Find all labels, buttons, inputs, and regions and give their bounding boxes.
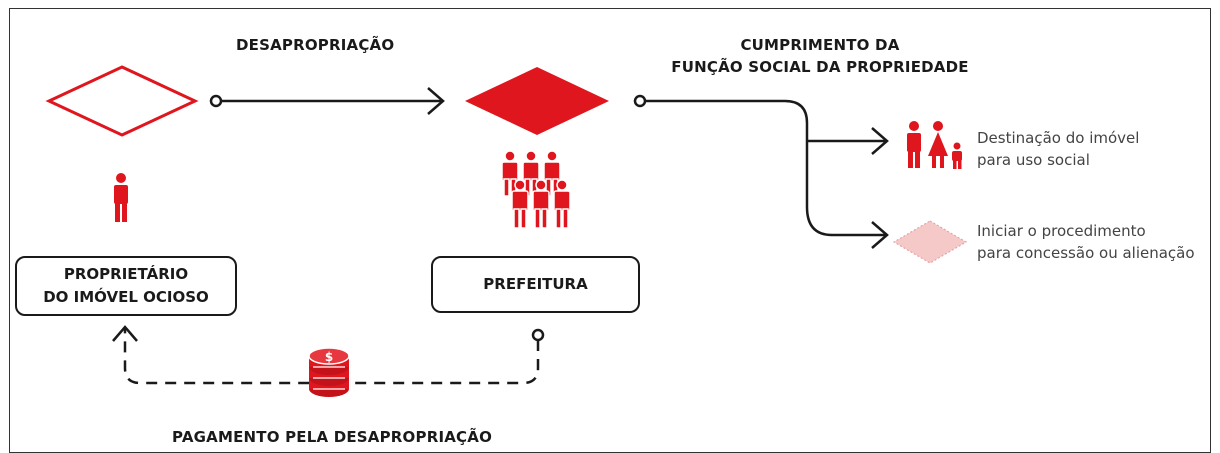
owner-box: PROPRIETÁRIO DO IMÓVEL OCIOSO [15, 256, 237, 316]
social-function-label: CUMPRIMENTO DA FUNÇÃO SOCIAL DA PROPRIED… [640, 34, 1000, 78]
municipality-box: PREFEITURA [431, 256, 640, 313]
money-coins-icon: $ [308, 347, 350, 397]
municipality-property-diamond [465, 67, 609, 135]
social-function-label-line2: FUNÇÃO SOCIAL DA PROPRIEDADE [671, 58, 969, 76]
people-group-icon [501, 150, 571, 229]
person-icon [114, 173, 128, 222]
owner-box-line2: DO IMÓVEL OCIOSO [43, 288, 209, 306]
social-function-label-line1: CUMPRIMENTO DA [740, 36, 900, 54]
svg-text:$: $ [325, 350, 333, 364]
social-use-line1: Destinação do imóvel [977, 129, 1140, 147]
payment-dashed-arrow [112, 325, 545, 385]
municipality-box-label: PREFEITURA [483, 275, 588, 293]
expropriation-label: DESAPROPRIAÇÃO [236, 36, 395, 54]
social-use-text: Destinação do imóvel para uso social [977, 127, 1139, 171]
concession-text: Iniciar o procedimento para concessão ou… [977, 220, 1195, 264]
social-use-line2: para uso social [977, 151, 1090, 169]
payment-label: PAGAMENTO PELA DESAPROPRIAÇÃO [172, 428, 493, 446]
concession-line2: para concessão ou alienação [977, 244, 1195, 262]
owner-property-diamond [45, 65, 199, 137]
concession-line1: Iniciar o procedimento [977, 222, 1146, 240]
expropriation-arrow [209, 87, 445, 115]
concession-property-diamond [892, 220, 968, 264]
diagram-canvas: $ [45, 65, 968, 397]
owner-box-line1: PROPRIETÁRIO [63, 265, 189, 283]
social-function-branch-arrows [633, 94, 889, 249]
family-icon [907, 121, 962, 169]
